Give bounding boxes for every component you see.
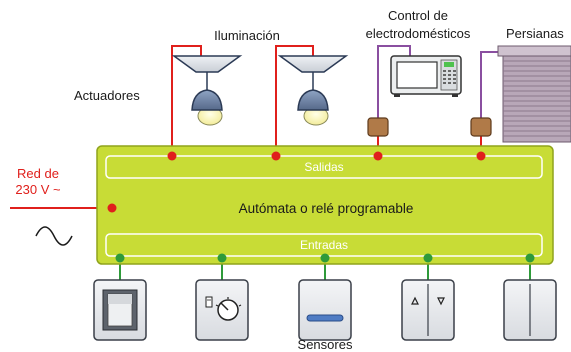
up-down-switch-icon: [401, 279, 455, 341]
alternating-current-icon: [35, 226, 73, 246]
inputs-label: Entradas: [300, 238, 348, 252]
output-terminals: [107, 151, 486, 213]
input-terminal-4: [423, 253, 433, 263]
input-terminals: [115, 253, 535, 263]
wire-relay-to-microwave: [377, 45, 411, 118]
timer-icon: [195, 279, 249, 341]
relay-module-icon: [470, 117, 492, 137]
output-terminal-1: [167, 151, 177, 161]
actuators-label: Actuadores: [74, 88, 140, 103]
mains-label-line2: 230 V ~: [15, 182, 61, 197]
power-terminal: [107, 203, 117, 213]
input-terminal-5: [525, 253, 535, 263]
blinds-label: Persianas: [506, 26, 564, 41]
outputs-bus: [105, 155, 543, 179]
appliance-control-label-line2: electrodomésticos: [366, 26, 471, 41]
double-switch-icon: [503, 279, 557, 341]
relay-module-icon: [367, 117, 389, 137]
microwave-icon: [390, 55, 462, 97]
output-wire-lamp-1: [171, 45, 202, 156]
output-terminal-3: [373, 151, 383, 161]
appliance-wires: [377, 45, 503, 118]
mains-label-line1: Red de: [17, 166, 59, 181]
input-terminal-3: [320, 253, 330, 263]
output-terminal-2: [271, 151, 281, 161]
ceiling-lamp-icon: [171, 55, 243, 126]
output-wire-lamp-2: [275, 45, 314, 156]
rocker-switch-icon: [93, 279, 147, 341]
ceiling-lamp-icon: [277, 55, 349, 126]
presence-sensor-icon: [298, 279, 352, 341]
output-wires: [10, 45, 482, 209]
wire-relay-to-blind: [480, 51, 503, 118]
appliance-control-label-line1: Control de: [388, 8, 448, 23]
plc-label: Autómata o relé programable: [239, 201, 414, 216]
lighting-label: Iluminación: [214, 28, 280, 43]
input-terminal-1: [115, 253, 125, 263]
input-terminal-2: [217, 253, 227, 263]
roller-blind-icon: [497, 45, 571, 143]
output-terminal-4: [476, 151, 486, 161]
sensors-label: Sensores: [298, 337, 353, 352]
outputs-label: Salidas: [304, 160, 343, 174]
